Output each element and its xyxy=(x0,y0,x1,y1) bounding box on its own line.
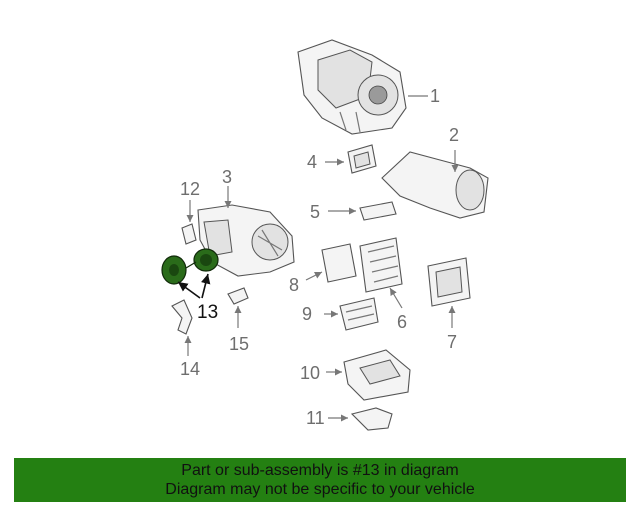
banner-line-1: Part or sub-assembly is #13 in diagram xyxy=(181,462,459,479)
label-13: 13 xyxy=(197,302,218,323)
part-12-clip[interactable] xyxy=(181,200,197,245)
label-6: 6 xyxy=(397,312,407,332)
label-3: 3 xyxy=(222,167,232,187)
label-10: 10 xyxy=(300,363,320,383)
part-3-blower-housing[interactable] xyxy=(197,186,295,277)
part-14-bracket[interactable] xyxy=(171,299,193,356)
part-5-pad[interactable] xyxy=(328,201,397,221)
parts-diagram: 1 2 4 5 3 12 13 xyxy=(161,39,489,431)
label-15: 15 xyxy=(229,334,249,354)
banner-line-2: Diagram may not be specific to your vehi… xyxy=(165,481,475,498)
label-4: 4 xyxy=(307,152,317,172)
label-7: 7 xyxy=(447,332,457,352)
label-2: 2 xyxy=(449,125,459,145)
part-6-evaporator[interactable] xyxy=(359,237,403,309)
label-14: 14 xyxy=(180,359,200,379)
label-12: 12 xyxy=(180,179,200,199)
label-8: 8 xyxy=(289,275,299,295)
notice-banner: Part or sub-assembly is #13 in diagram D… xyxy=(14,458,626,502)
part-2-duct[interactable] xyxy=(381,150,489,219)
part-13-blower-motor[interactable] xyxy=(161,248,219,299)
label-1: 1 xyxy=(430,86,440,106)
part-7-module[interactable] xyxy=(427,257,471,328)
part-10-lower-case[interactable] xyxy=(326,349,411,401)
label-9: 9 xyxy=(302,304,312,324)
part-9-heater-core[interactable] xyxy=(324,297,379,331)
part-1-hvac-case[interactable] xyxy=(297,39,428,135)
part-15-sensor[interactable] xyxy=(227,287,249,328)
label-5: 5 xyxy=(310,202,320,222)
label-11: 11 xyxy=(306,408,325,428)
part-11-bracket-plate[interactable] xyxy=(328,407,393,431)
part-8-filter[interactable] xyxy=(305,243,357,283)
part-4-gasket[interactable] xyxy=(325,144,377,174)
